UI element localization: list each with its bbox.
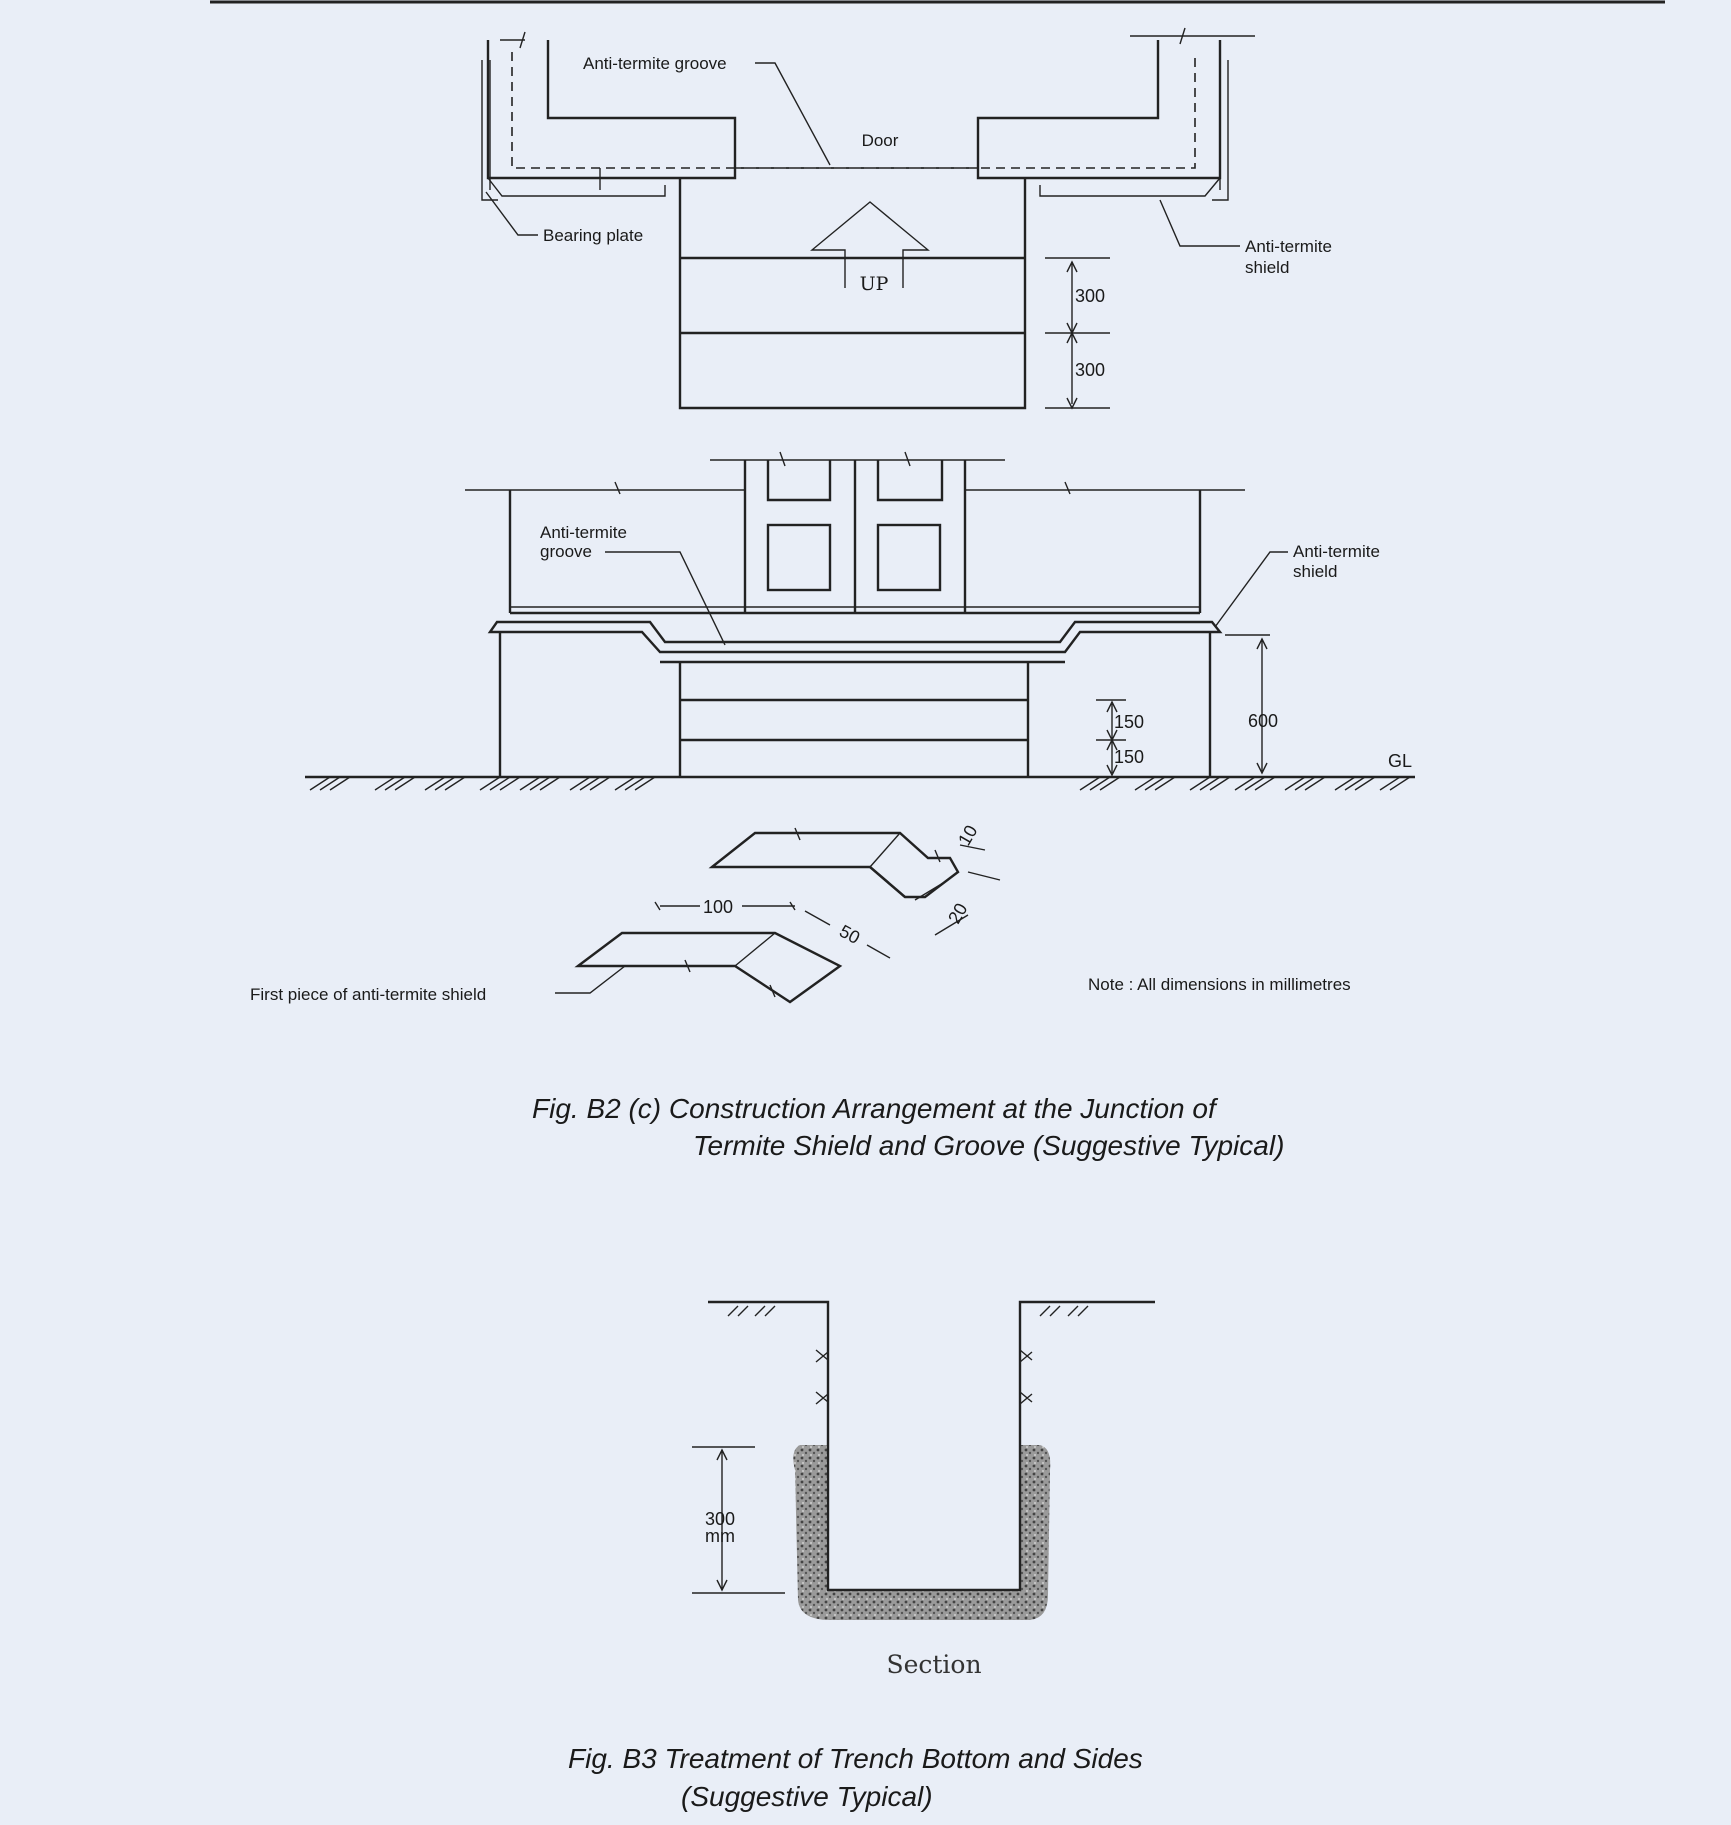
dim-step-lower-150: 150 bbox=[1114, 747, 1144, 767]
dim-10: 10 bbox=[954, 822, 981, 849]
dim-100: 100 bbox=[703, 897, 733, 917]
elevation-view: Anti-termite groove Anti-termite shield … bbox=[305, 451, 1415, 791]
door-label: Door bbox=[862, 131, 899, 150]
dim-lower-300: 300 bbox=[1075, 360, 1105, 380]
shield-label-line2: shield bbox=[1245, 258, 1289, 277]
dim-20: 20 bbox=[944, 900, 971, 927]
bearing-plate-label: Bearing plate bbox=[543, 226, 643, 245]
groove-label: Anti-termite groove bbox=[583, 54, 727, 73]
dim-height-600: 600 bbox=[1248, 711, 1278, 731]
elev-shield-label-line1: Anti-termite bbox=[1293, 542, 1380, 561]
shield-label-line1: Anti-termite bbox=[1245, 237, 1332, 256]
fig-b2c-caption-line2: Termite Shield and Groove (Suggestive Ty… bbox=[693, 1130, 1284, 1161]
dim-step-upper-150: 150 bbox=[1114, 712, 1144, 732]
fig-b3-caption-line2: (Suggestive Typical) bbox=[681, 1781, 933, 1812]
fig-b2c-caption-line1: Fig. B2 (c) Construction Arrangement at … bbox=[532, 1093, 1219, 1124]
ground-level-label: GL bbox=[1388, 751, 1412, 771]
trench-dim-unit: mm bbox=[705, 1526, 735, 1546]
elev-groove-label-line1: Anti-termite bbox=[540, 523, 627, 542]
first-piece-label: First piece of anti-termite shield bbox=[250, 985, 486, 1004]
elev-groove-label-line2: groove bbox=[540, 542, 592, 561]
dimensions-note: Note : All dimensions in millimetres bbox=[1088, 975, 1351, 994]
plan-view: UP Door Anti-termite groove Bearing plat… bbox=[481, 27, 1332, 410]
elev-shield-label-line2: shield bbox=[1293, 562, 1337, 581]
section-label: Section bbox=[886, 1650, 981, 1679]
shield-detail: 100 50 10 20 First piece of anti-termite… bbox=[250, 822, 1351, 1004]
fig-b3-caption-line1: Fig. B3 Treatment of Trench Bottom and S… bbox=[568, 1743, 1143, 1774]
up-label: UP bbox=[860, 273, 889, 295]
trench-section: 300 mm bbox=[692, 1300, 1155, 1620]
dim-upper-300: 300 bbox=[1075, 286, 1105, 306]
trench-dim-value: 300 bbox=[705, 1509, 735, 1529]
dim-50: 50 bbox=[836, 921, 863, 948]
